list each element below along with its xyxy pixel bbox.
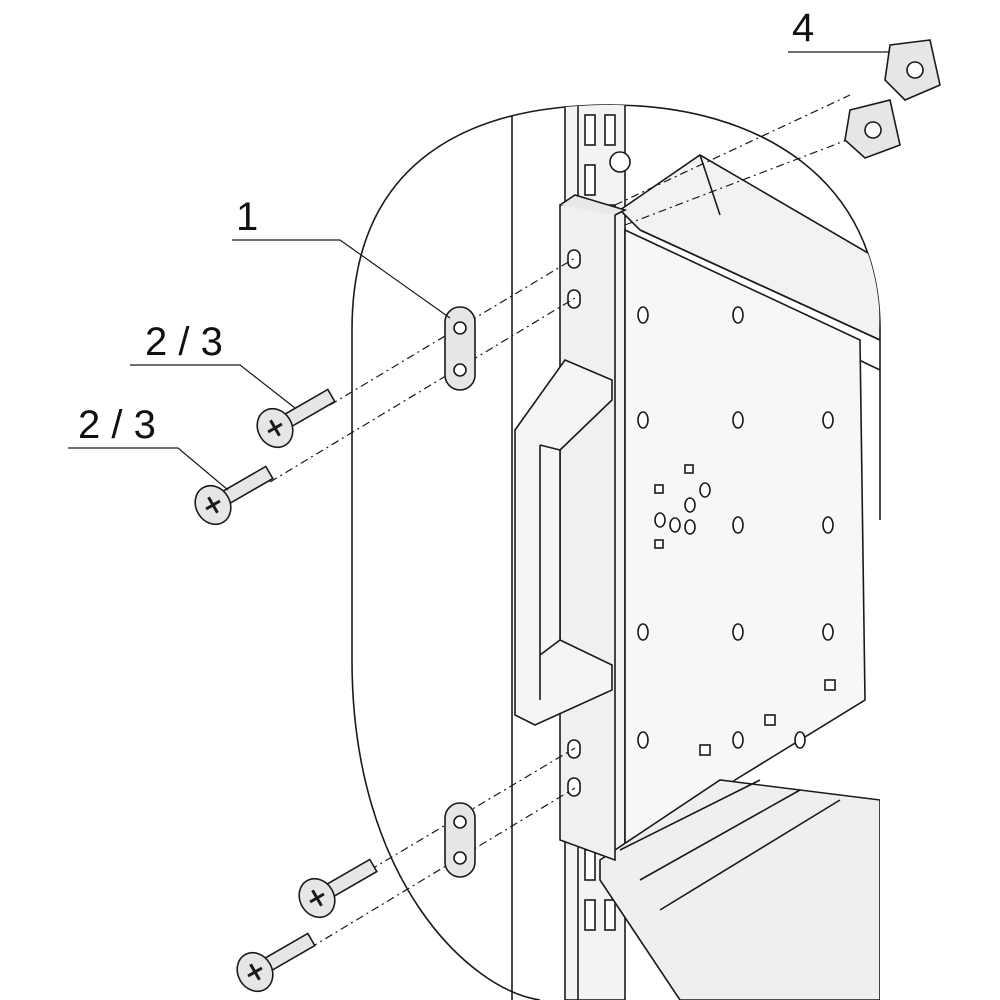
- chassis-top: [618, 154, 880, 371]
- callout-2-3-lower: 2 / 3: [78, 403, 156, 447]
- screws: [194, 388, 378, 993]
- callout-1: 1: [236, 195, 259, 239]
- panel-holes: [637, 306, 836, 756]
- screw: [256, 388, 336, 449]
- handle: [514, 359, 613, 726]
- washer-upper: [444, 306, 476, 391]
- screw: [236, 932, 316, 993]
- callout-4: 4: [792, 6, 815, 50]
- front-panel: [559, 194, 628, 862]
- card-guide: [599, 779, 880, 1000]
- screw: [194, 465, 274, 526]
- assembly-lines: [269, 94, 861, 949]
- leader-lines: [68, 51, 890, 491]
- washer-lower: [444, 802, 476, 878]
- cage-nuts: [844, 39, 941, 159]
- callout-2-3-upper: 2 / 3: [145, 320, 223, 364]
- screw: [298, 858, 378, 919]
